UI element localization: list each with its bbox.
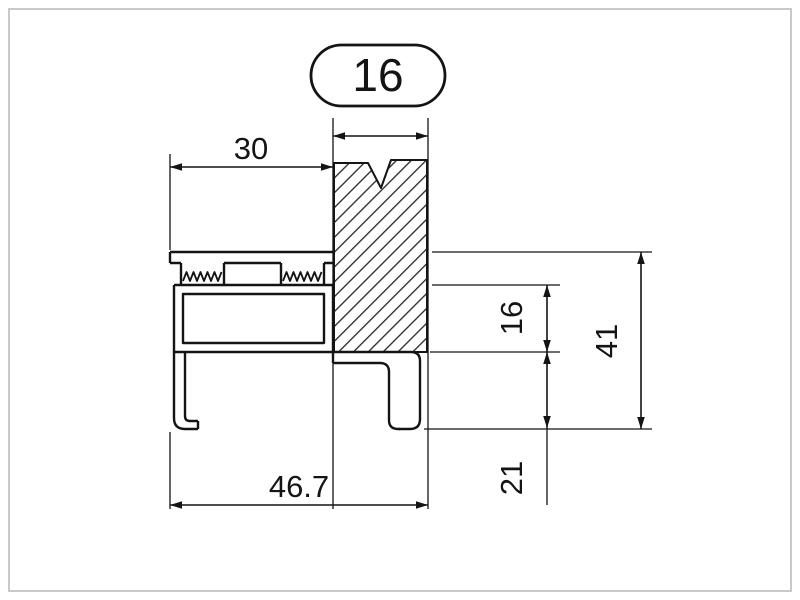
left-leg-inner [183,352,200,429]
foot-plate-and-hook-inner [333,361,400,431]
profile-pad-walls [179,263,326,285]
chamber-cavity [181,292,326,345]
glass-panel-hatch [333,159,428,353]
dim-label-lower-height: 21 [494,461,529,495]
page-border [8,8,792,592]
callout-value: 16 [352,49,403,101]
panel-section [333,159,428,353]
callout-balloon: 16 [309,43,447,108]
dim-label-top-width: 30 [234,131,268,166]
profile-top-arm [168,250,333,265]
dim-label-overall-height: 41 [589,324,624,358]
extension-lines [169,118,652,509]
dim-label-overall-width: 46.7 [269,469,329,504]
profile-cross-section [168,250,422,431]
foot-plate-and-hook-outer [174,350,422,431]
callout-oval [309,43,447,108]
left-leg-outer [172,285,198,431]
dimension-lines [170,132,645,509]
serration-left [182,271,223,282]
dim-label-groove-height: 16 [494,301,529,335]
serration-right [282,271,323,282]
